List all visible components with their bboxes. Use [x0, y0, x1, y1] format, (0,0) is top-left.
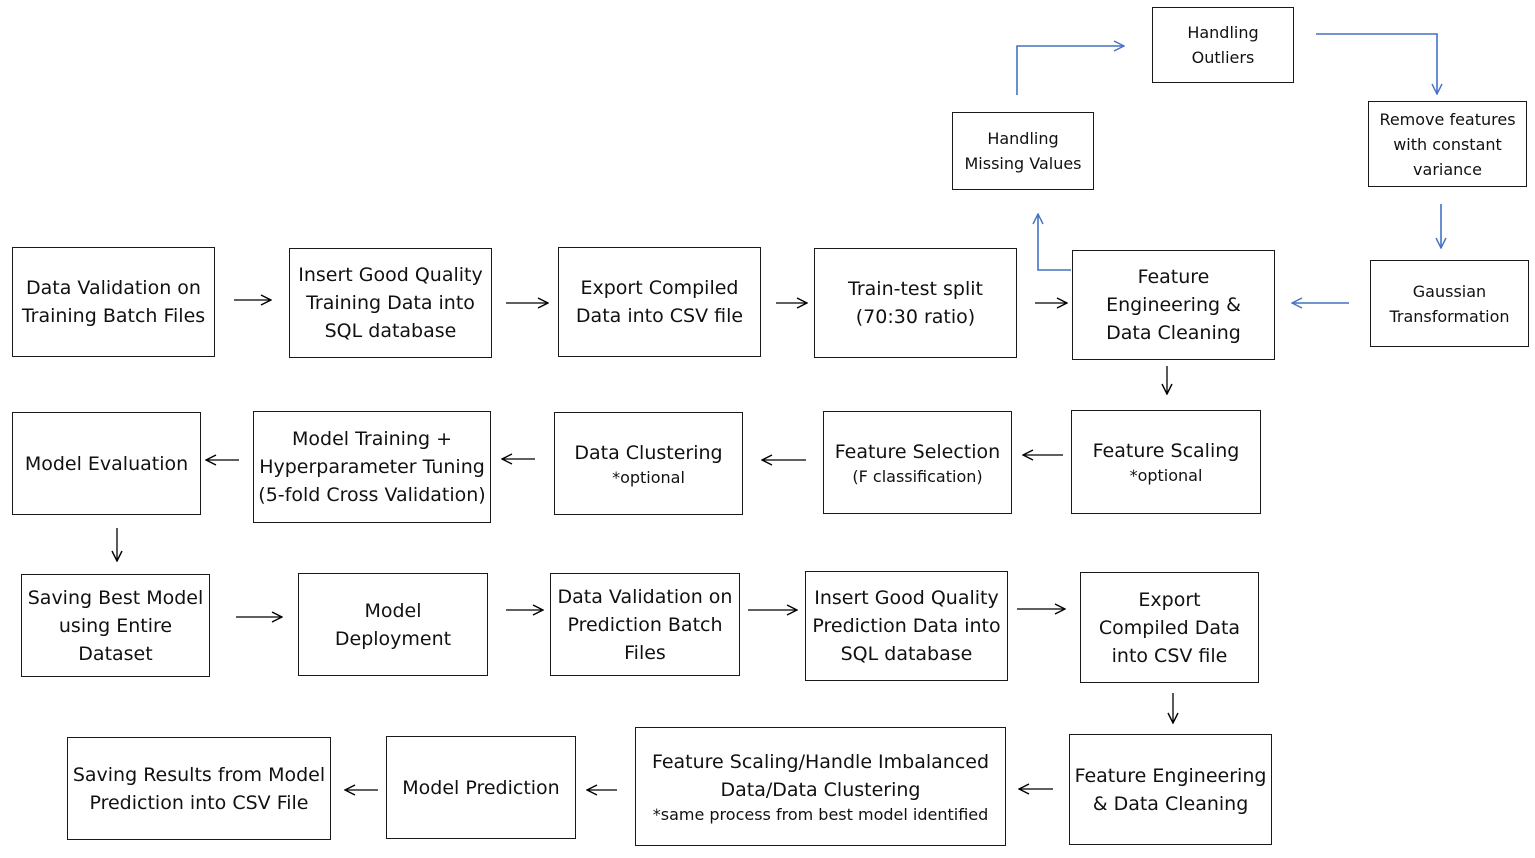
node-gaussian-transformation: Gaussian Transformation — [1370, 260, 1529, 347]
node-model-deployment: Model Deployment — [298, 573, 488, 676]
node-label: Model Evaluation — [24, 452, 189, 475]
node-feature-scaling-imbalanced: Feature Scaling/Handle Imbalanced Data/D… — [635, 727, 1006, 846]
node-label: Train-test split (70:30 ratio) — [848, 278, 983, 328]
node-label: Export Compiled Data into CSV file — [1098, 588, 1241, 667]
node-label: Handling Missing Values — [964, 129, 1082, 173]
node-note: (F classification) — [852, 466, 983, 486]
node-train-test-split: Train-test split (70:30 ratio) — [814, 248, 1017, 358]
node-handling-missing-values: Handling Missing Values — [952, 112, 1094, 190]
node-label: Data Clustering — [574, 441, 723, 464]
node-model-training: Model Training + Hyperparameter Tuning (… — [253, 411, 491, 523]
node-label: Model Training + Hyperparameter Tuning (… — [258, 428, 486, 506]
node-label: Remove features with constant variance — [1379, 109, 1516, 179]
node-model-prediction: Model Prediction — [386, 736, 576, 839]
node-label: Feature Scaling — [1092, 440, 1240, 462]
node-label: Gaussian Transformation — [1389, 281, 1510, 326]
node-label: Data Validation on Prediction Batch File… — [557, 585, 733, 664]
node-data-validation-training: Data Validation on Training Batch Files — [12, 247, 215, 357]
node-export-compiled-data: Export Compiled Data into CSV file — [558, 247, 761, 357]
node-label: Feature Selection — [834, 440, 1001, 463]
node-label: Data Validation on Training Batch Files — [21, 277, 206, 327]
node-model-evaluation: Model Evaluation — [12, 412, 201, 515]
node-label: Feature Engineering & Data Cleaning — [1106, 266, 1241, 344]
node-label: Export Compiled Data into CSV file — [575, 277, 744, 327]
arrow-n5-to-n7 — [1038, 214, 1071, 271]
node-label: Insert Good Quality Training Data into S… — [298, 264, 483, 342]
node-label: Model Deployment — [334, 599, 452, 650]
node-label: Feature Engineering & Data Cleaning — [1074, 764, 1267, 815]
node-remove-constant-variance: Remove features with constant variance — [1368, 101, 1527, 187]
node-label: Saving Results from Model Prediction int… — [72, 763, 326, 814]
node-label: Saving Best Model using Entire Dataset — [27, 586, 204, 665]
node-insert-training-data: Insert Good Quality Training Data into S… — [289, 248, 492, 358]
node-insert-prediction-data: Insert Good Quality Prediction Data into… — [805, 571, 1008, 681]
node-feature-engineering-training: Feature Engineering & Data Cleaning — [1072, 250, 1275, 360]
node-label: Handling Outliers — [1187, 23, 1259, 67]
arrow-n8-to-n9 — [1316, 33, 1437, 94]
arrow-n7-to-n8 — [1016, 46, 1124, 95]
node-feature-scaling: Feature Scaling *optional — [1071, 410, 1261, 514]
node-data-validation-prediction: Data Validation on Prediction Batch File… — [550, 573, 740, 676]
node-note: *optional — [1129, 466, 1203, 485]
node-label: Feature Scaling/Handle Imbalanced Data/D… — [651, 750, 990, 801]
node-note: *optional — [612, 467, 685, 487]
node-saving-results: Saving Results from Model Prediction int… — [67, 737, 331, 840]
node-handling-outliers: Handling Outliers — [1152, 7, 1294, 83]
node-saving-best-model: Saving Best Model using Entire Dataset — [21, 574, 210, 677]
node-label: Model Prediction — [402, 776, 560, 799]
node-export-compiled-prediction: Export Compiled Data into CSV file — [1080, 572, 1259, 683]
node-feature-selection: Feature Selection (F classification) — [823, 411, 1012, 514]
node-data-clustering: Data Clustering *optional — [554, 412, 743, 515]
node-label: Insert Good Quality Prediction Data into… — [812, 587, 1001, 665]
node-note: *same process from best model identified — [652, 804, 989, 824]
node-feature-engineering-prediction: Feature Engineering & Data Cleaning — [1069, 734, 1272, 845]
